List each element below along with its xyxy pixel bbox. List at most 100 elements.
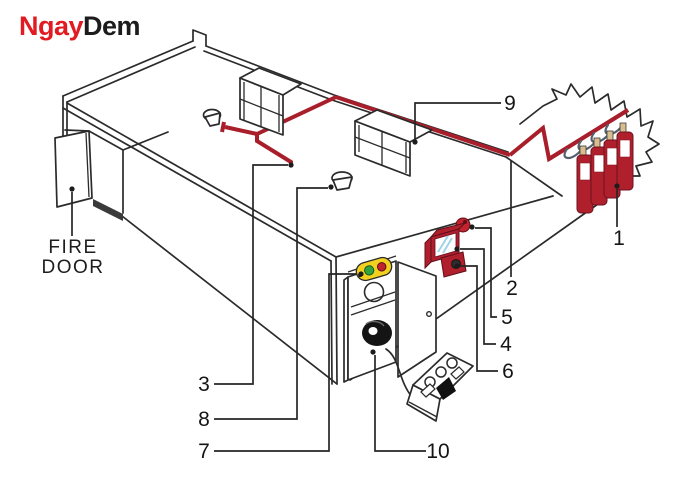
wall-edge-line <box>66 46 196 103</box>
manifold-pipe <box>547 108 630 161</box>
door-opening-shadow <box>93 199 123 221</box>
console-gauge-icon <box>446 357 458 369</box>
callout-2: 2 <box>506 161 518 300</box>
cabinet-bell-icon <box>363 281 385 303</box>
torn-wall-edge <box>519 83 660 177</box>
pipe-end-cap <box>220 121 226 133</box>
control-panel-icon <box>424 222 467 270</box>
window-awning <box>239 67 302 96</box>
door-leaf-inner-line <box>85 132 90 198</box>
gas-cylinder-icon <box>616 122 634 191</box>
callout-number: 3 <box>198 373 210 396</box>
leader-dot <box>69 186 75 192</box>
console-button <box>420 383 436 398</box>
speaker-ring <box>365 320 385 327</box>
leader-dot <box>288 162 294 168</box>
callout-number: 1 <box>613 227 625 250</box>
callout-7: 7 <box>198 271 364 463</box>
remote-console <box>385 348 474 422</box>
leader-dot <box>328 184 334 190</box>
leader-dot <box>370 349 376 355</box>
logo-part-red: Ngay <box>19 11 84 41</box>
door-lintel-line <box>64 129 90 132</box>
fire-door-label-line2: DOOR <box>42 257 105 278</box>
callout-6: 6 <box>454 263 514 383</box>
cylinder-label <box>593 154 605 173</box>
window-mullions <box>239 82 284 132</box>
panel-side-face <box>424 235 432 270</box>
leader-dot <box>469 224 475 230</box>
cabinet-door <box>397 261 437 378</box>
callout-9: 9 <box>412 92 516 145</box>
green-light-icon <box>364 265 375 276</box>
wall-peak-tab <box>192 29 207 47</box>
console-base-line <box>408 401 438 418</box>
leader-line <box>214 187 328 420</box>
floor-edge-line <box>62 107 332 262</box>
leader-dot <box>614 183 620 189</box>
window-awning <box>354 109 433 143</box>
pipe-branch-left <box>224 125 258 136</box>
corner-edge-line <box>335 256 338 385</box>
callout-5: 5 <box>469 224 513 329</box>
leader-line <box>214 273 357 452</box>
fire-door <box>54 129 169 221</box>
callout-number: 6 <box>502 360 514 383</box>
window-icon <box>239 67 302 136</box>
window-mullions <box>354 125 411 173</box>
callout-4: 4 <box>454 246 512 356</box>
red-light-icon <box>376 262 387 272</box>
leader-line <box>374 355 426 452</box>
door-leaf <box>54 130 93 208</box>
leader-dot <box>454 263 460 269</box>
leader-line <box>475 227 497 318</box>
gas-cylinder-bank <box>547 108 634 214</box>
cylinder-hose <box>563 147 584 160</box>
nozzle-skirt <box>204 112 221 127</box>
floor-edge-line <box>66 102 337 258</box>
leader-dot <box>358 271 364 277</box>
cylinder-label <box>579 162 591 181</box>
leader-line <box>414 102 501 139</box>
callout-number: 4 <box>500 333 512 356</box>
callout-number: 9 <box>504 92 516 115</box>
callouts: 9 1 2 5 4 6 3 <box>42 92 625 463</box>
control-cabinet <box>343 255 437 383</box>
ceiling-detector-icon <box>331 171 353 191</box>
door-header-line <box>122 131 169 151</box>
siren-speaker-icon <box>362 320 392 346</box>
leader-line <box>214 164 288 385</box>
cabinet-shelf-lines <box>350 291 396 316</box>
wall-base-line <box>121 215 338 385</box>
status-lights-panel <box>355 256 393 282</box>
screen-glare <box>437 235 453 254</box>
wall-edge-line <box>62 40 194 97</box>
detector-skirt <box>332 176 353 191</box>
callout-8: 8 <box>198 184 334 431</box>
console-gauge-icon <box>435 366 447 378</box>
callout-number: 8 <box>198 408 210 431</box>
cylinder-label <box>606 147 618 166</box>
pipe-branch-right <box>255 134 293 167</box>
door-knob <box>426 311 433 318</box>
floor-edge-line <box>335 195 554 258</box>
window-icon <box>354 109 433 177</box>
gas-cylinder-icon <box>576 145 594 214</box>
leader-dot <box>454 246 460 252</box>
fire-door-label-line1: FIRE <box>48 237 97 258</box>
speaker-hub <box>368 327 378 335</box>
corner-edge-line <box>330 260 333 385</box>
leader-dot <box>412 139 418 145</box>
fire-door-callout: FIRE DOOR <box>42 186 105 278</box>
ceiling-nozzle-icon <box>202 108 222 127</box>
callout-number: 7 <box>198 440 210 463</box>
console-button <box>450 366 465 380</box>
callout-1: 1 <box>613 183 625 250</box>
callout-number: 2 <box>506 277 518 300</box>
leader-line <box>460 248 496 345</box>
console-cord <box>385 348 413 398</box>
cylinder-label <box>619 139 631 158</box>
callout-number: 5 <box>501 306 513 329</box>
